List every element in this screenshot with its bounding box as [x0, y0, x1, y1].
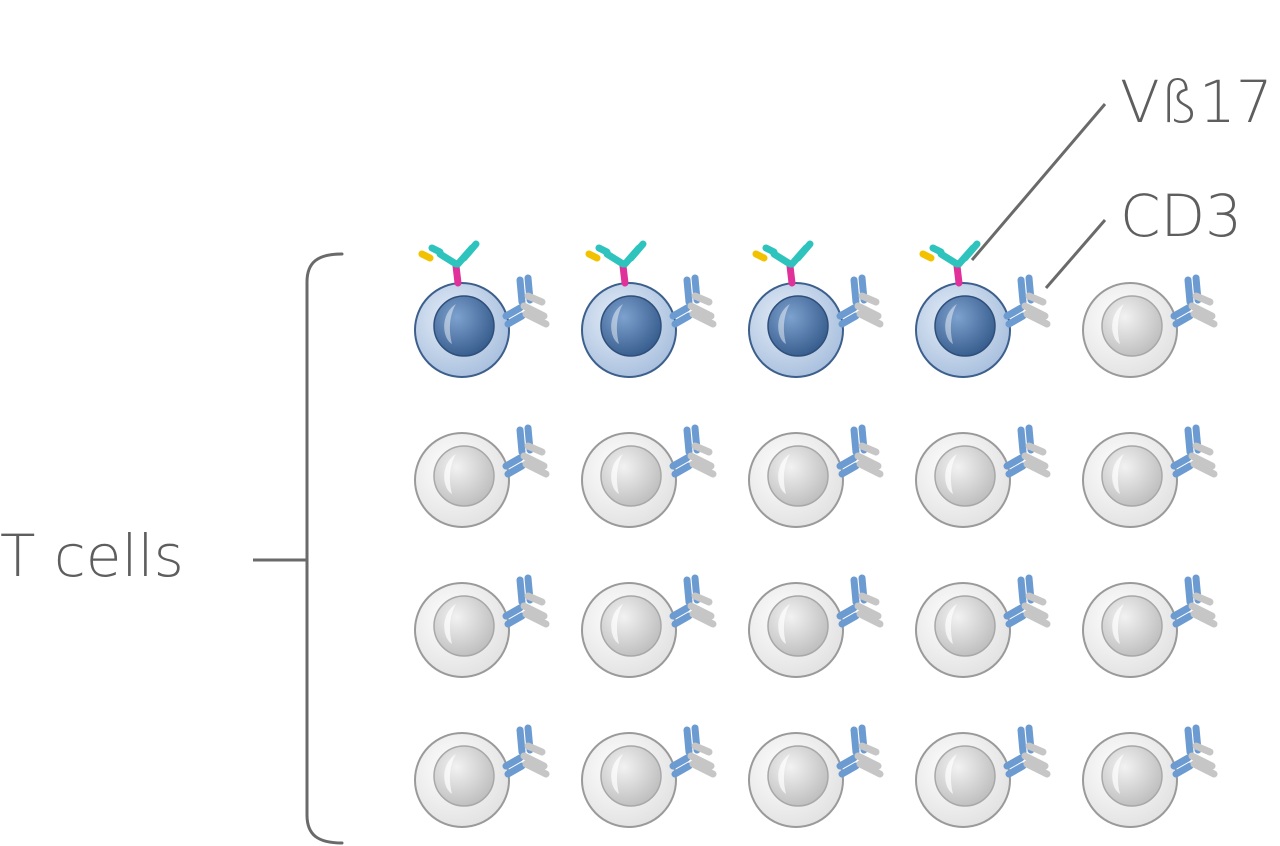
t-cell [581, 574, 717, 678]
vb17-positive-t-cell [748, 240, 884, 378]
cd3-receptor-icon [1003, 274, 1051, 328]
t-cell [581, 724, 717, 828]
t-cell [414, 424, 550, 528]
cd3-receptor-icon [836, 424, 884, 478]
t-cell [1082, 424, 1218, 528]
t-cell [748, 424, 884, 528]
vb17-positive-t-cell [414, 240, 550, 378]
cd3-receptor-icon [836, 574, 884, 628]
vb17-antibody-icon [585, 240, 647, 287]
cd3-receptor-icon [502, 574, 550, 628]
cd3-receptor-icon [502, 274, 550, 328]
vb17-antibody-icon [752, 240, 814, 287]
cd3-receptor-icon [502, 724, 550, 778]
cd3-receptor-icon [1003, 724, 1051, 778]
cd3-receptor-icon [502, 424, 550, 478]
cd3-callout-line [1044, 219, 1107, 289]
cd3-receptor-icon [1170, 274, 1218, 328]
vb17-label: Vß17 [1120, 68, 1273, 136]
vb17-positive-t-cell [581, 240, 717, 378]
cd3-receptor-icon [836, 724, 884, 778]
cd3-receptor-icon [669, 424, 717, 478]
t-cell [915, 574, 1051, 678]
t-cell [748, 724, 884, 828]
vb17-antibody-icon [418, 240, 480, 287]
cd3-receptor-icon [1003, 424, 1051, 478]
t-cell [414, 574, 550, 678]
vb17-positive-t-cell [915, 240, 1051, 378]
vb17-antibody-icon [919, 240, 981, 287]
cd3-receptor-icon [669, 574, 717, 628]
t-cell [581, 424, 717, 528]
cd3-label: CD3 [1120, 182, 1242, 250]
vb17-callout-line [970, 103, 1107, 261]
cd3-receptor-icon [1170, 724, 1218, 778]
cd3-receptor-icon [669, 274, 717, 328]
t-cell [915, 724, 1051, 828]
t-cells-bracket [305, 252, 344, 845]
t-cells-label: T cells [0, 522, 184, 590]
cell-grid [414, 240, 1218, 828]
cd3-receptor-icon [1170, 424, 1218, 478]
cd3-receptor-icon [836, 274, 884, 328]
t-cell [1082, 724, 1218, 828]
t-cell [1082, 274, 1218, 378]
cd3-receptor-icon [1003, 574, 1051, 628]
cd3-receptor-icon [669, 724, 717, 778]
t-cell [1082, 574, 1218, 678]
t-cell [414, 724, 550, 828]
t-cell [915, 424, 1051, 528]
cd3-receptor-icon [1170, 574, 1218, 628]
t-cell [748, 574, 884, 678]
